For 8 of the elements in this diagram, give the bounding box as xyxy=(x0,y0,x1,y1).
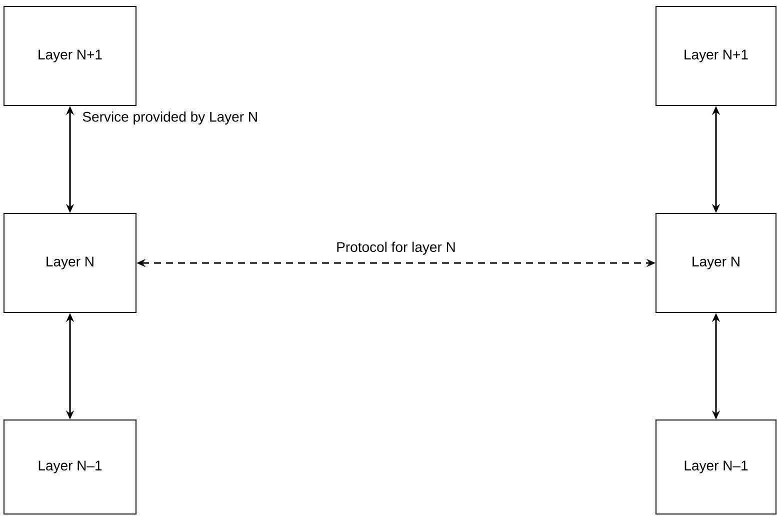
layer-box: Layer N+1 xyxy=(4,6,136,106)
layer-box: Layer N+1 xyxy=(656,6,776,106)
layer-box: Layer N–1 xyxy=(656,420,776,514)
layer-box: Layer N xyxy=(4,213,136,313)
edge-label: Service provided by Layer N xyxy=(80,109,260,127)
edge-label: Protocol for layer N xyxy=(334,240,458,257)
layer-box: Layer N xyxy=(656,213,776,313)
layer-box: Layer N–1 xyxy=(4,420,136,514)
